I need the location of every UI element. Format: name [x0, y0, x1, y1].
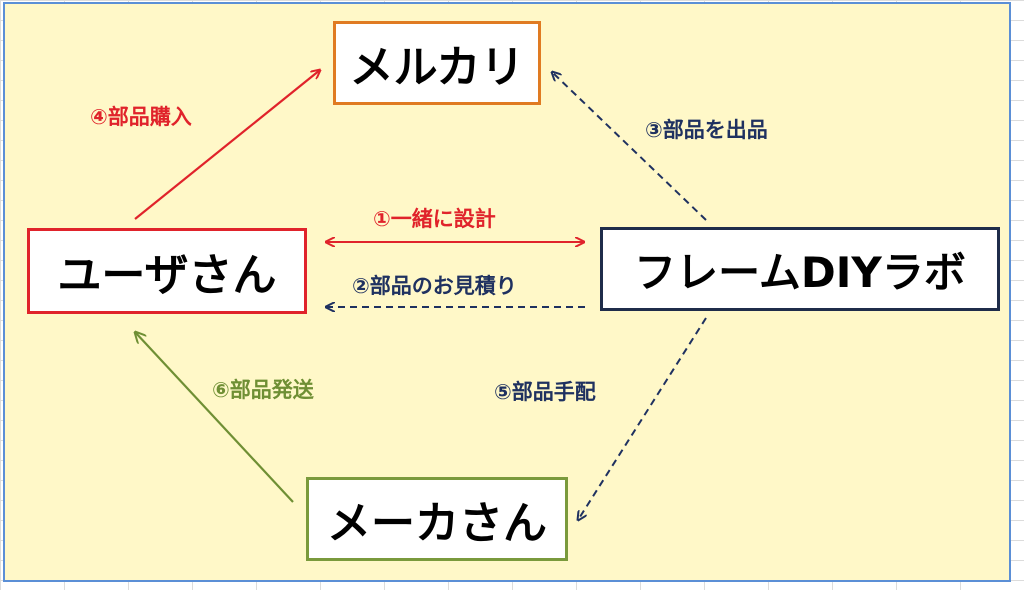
edge-1-label: ①一緒に設計 — [373, 207, 496, 231]
edge-3-arrow — [552, 72, 707, 221]
edge-6-label: ⑥部品発送 — [212, 378, 314, 402]
edge-5-label: ⑤部品手配 — [494, 380, 596, 404]
node-frame-diy-lab: フレームDIYラボ — [600, 227, 1000, 311]
node-mercari: メルカリ — [333, 21, 541, 105]
node-maker: メーカさん — [306, 477, 568, 561]
edge-4-arrow — [134, 70, 320, 220]
edge-2-label: ②部品のお見積り — [352, 274, 517, 298]
edge-5-arrow — [578, 317, 707, 520]
edge-6-arrow — [135, 332, 294, 503]
edge-3-label: ③部品を出品 — [645, 118, 768, 142]
node-user: ユーザさん — [27, 228, 307, 314]
edge-4-label: ④部品購入 — [90, 105, 192, 129]
